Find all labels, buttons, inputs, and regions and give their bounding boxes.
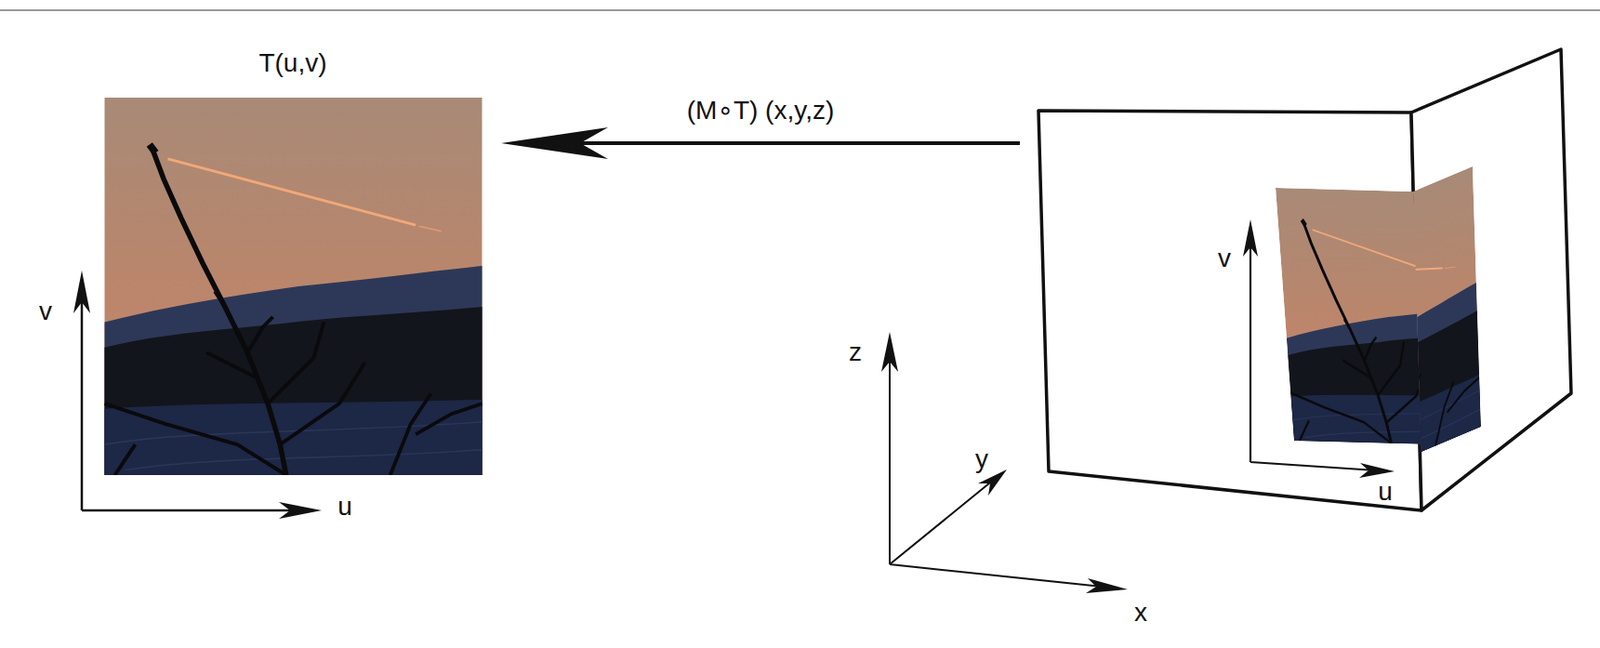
axis-label: z [848, 338, 862, 368]
edge-label: (M∘T) (x,y,z) [687, 96, 835, 126]
axis-label: u [337, 492, 353, 522]
mapping-arrow [501, 127, 1020, 159]
axis-label: v [1217, 244, 1231, 274]
texture-image: T(u,v) [104, 97, 483, 476]
axis-label: v [39, 297, 53, 327]
image-title: T(u,v) [258, 49, 327, 79]
axis-label: y [975, 445, 989, 475]
object-box: vu [1038, 49, 1572, 511]
axis-label: x [1134, 598, 1148, 628]
axis-label: u [1377, 477, 1393, 507]
